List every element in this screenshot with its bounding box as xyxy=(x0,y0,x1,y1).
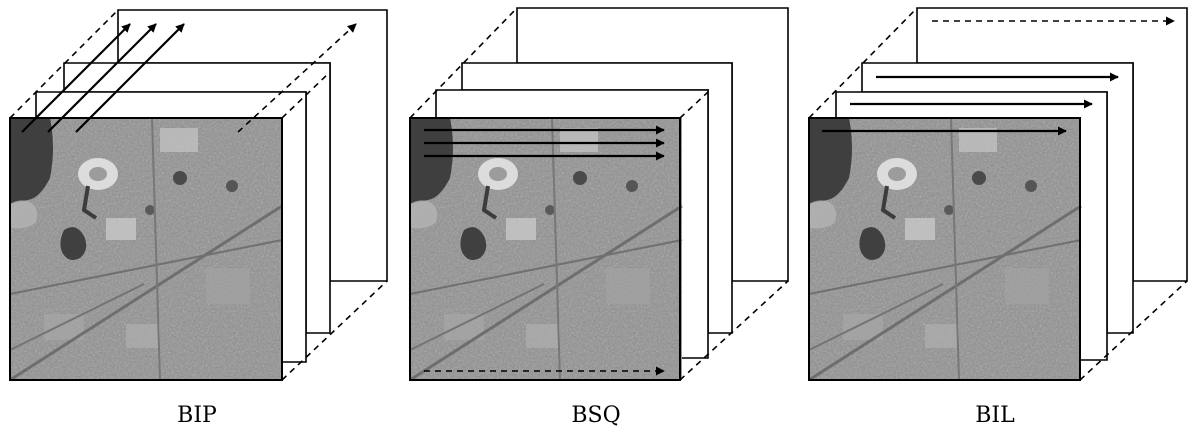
bil-label: BIL xyxy=(975,403,1015,428)
bsq-arrows xyxy=(424,125,665,161)
bsq-image-face xyxy=(410,118,682,380)
bip-cube xyxy=(9,9,388,381)
bil-cube xyxy=(808,7,1188,381)
bil-arrows xyxy=(822,72,1119,136)
bip-arrows xyxy=(21,23,185,133)
bil-depth-edges xyxy=(808,7,1188,381)
bsq-cube xyxy=(409,7,789,381)
bip-label: BIP xyxy=(177,403,217,428)
bil-image-face xyxy=(809,118,1081,380)
bsq-back-panels xyxy=(435,7,789,359)
bip-image-face xyxy=(10,118,282,380)
bsq-label: BSQ xyxy=(571,403,621,428)
bip-dashed-arrow xyxy=(237,23,357,133)
bip-depth-edges xyxy=(9,9,388,381)
bsq-depth-edges xyxy=(409,7,789,381)
